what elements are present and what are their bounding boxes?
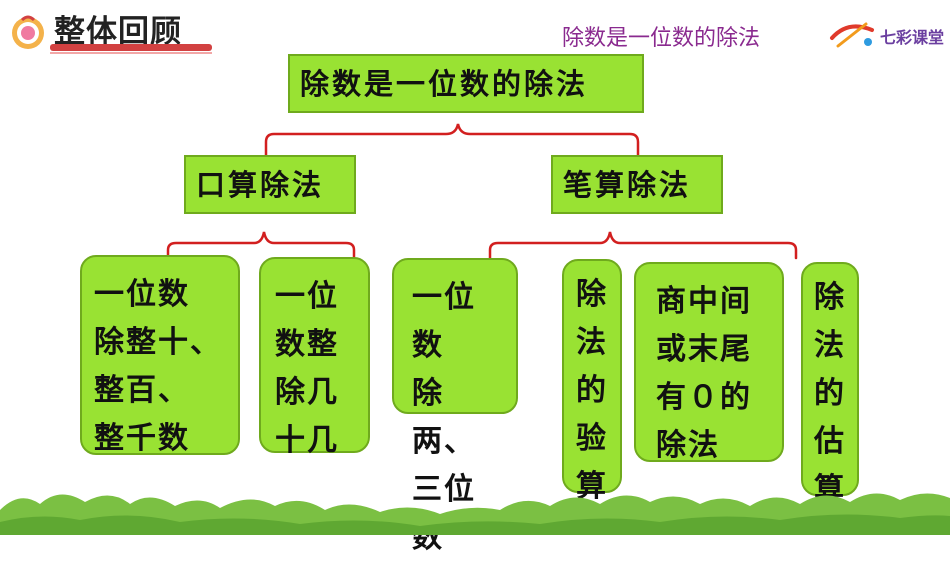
leaf-line: 商中间 — [656, 284, 752, 319]
leaf-line: 的 — [576, 373, 608, 408]
leaf-line: 一位数 — [412, 280, 476, 363]
title-underline-shadow — [50, 52, 212, 54]
branch-written-division: 笔算除法 — [551, 155, 723, 214]
leaf-line: 验 — [576, 421, 608, 456]
leaf-written-1: 一位数 除两、 三位数 — [392, 258, 518, 555]
leaf-written-2: 除 法 的 验 算 — [562, 259, 622, 504]
grass-decoration — [0, 493, 950, 535]
leaf-line: 除 — [814, 280, 846, 315]
brand-logo-icon — [830, 22, 874, 48]
leaf-line: 有０的 — [656, 380, 752, 415]
brand-text: 七彩课堂 — [880, 28, 945, 47]
leaf-line: 或末尾 — [656, 332, 752, 367]
leaf-line: 一位数 — [94, 277, 190, 312]
leaf-line: 除 — [576, 277, 608, 312]
app-logo-icon — [12, 15, 44, 49]
leaf-mental-1: 一位数 除整十、 整百、 整千数 — [80, 255, 240, 456]
root-brace — [264, 123, 640, 159]
leaf-line: 十几 — [275, 423, 339, 458]
leaf-mental-2: 一位 数整 除几 十几 — [259, 257, 370, 458]
leaf-line: 估 — [814, 424, 846, 459]
leaf-line: 法 — [576, 325, 608, 360]
leaf-written-4: 除 法 的 估 算 — [801, 262, 859, 507]
title-underline — [50, 44, 212, 51]
leaf-line: 法 — [814, 328, 846, 363]
leaf-line: 整千数 — [94, 421, 190, 456]
root-node: 除数是一位数的除法 — [288, 54, 644, 113]
leaf-line: 整百、 — [94, 373, 190, 408]
branch-mental-division: 口算除法 — [184, 155, 356, 214]
leaf-line: 除整十、 — [94, 325, 222, 360]
leaf-written-3: 商中间 或末尾 有０的 除法 — [634, 262, 784, 463]
leaf-line: 数整 — [275, 327, 339, 362]
leaf-line: 除几 — [275, 375, 339, 410]
right-brace — [488, 231, 798, 260]
lesson-title: 除数是一位数的除法 — [562, 26, 761, 51]
leaf-line: 除两、 — [412, 376, 476, 459]
leaf-line: 的 — [814, 376, 846, 411]
leaf-line: 一位 — [275, 279, 339, 314]
leaf-line: 除法 — [656, 428, 720, 463]
